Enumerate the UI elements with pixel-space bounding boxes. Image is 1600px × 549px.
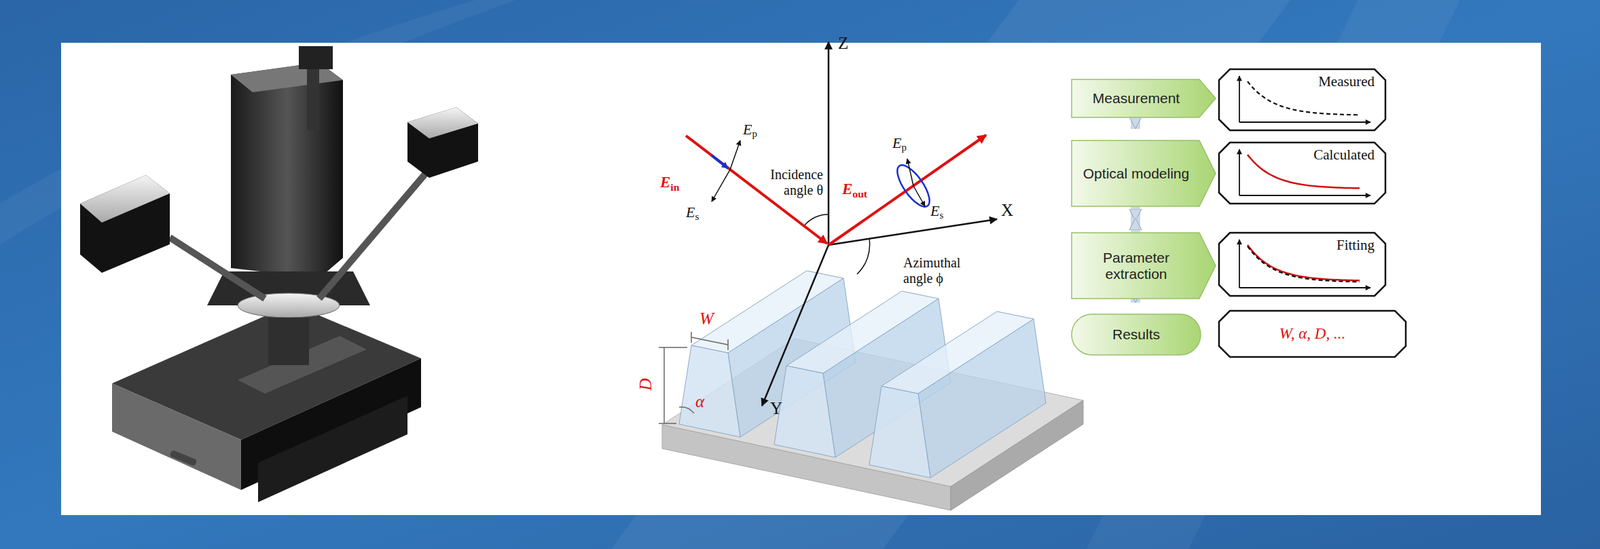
octagon-outline [1219,69,1386,131]
node-text: Parameter extraction [1071,232,1216,299]
ridge-front [869,386,931,479]
octagon-outline [1219,311,1406,358]
detector-box-top [407,107,479,139]
dimension-label: W [699,309,714,330]
node-text: Measured [1318,73,1375,91]
ep-vector [907,158,914,187]
ridge-top [786,291,939,374]
dimension-label: D [636,378,657,391]
plot-axis [1239,287,1371,289]
grating-illustration [662,270,1084,511]
node-text: Results [1071,314,1201,356]
process-box: Measurement [1071,79,1216,118]
field-label: Ep [742,120,758,141]
plot-axis [1238,239,1241,288]
flow-arrow [1130,299,1141,303]
plot-box: Fitting [1219,232,1386,297]
angle-label: Azimuthal angle ϕ [903,255,980,287]
handle [169,450,198,467]
node-text: Optical modeling [1071,140,1216,207]
camera-tube [306,69,320,131]
node-text: W, α, D, ... [1219,311,1406,358]
d-tick [658,423,677,425]
axis-label: X [1001,201,1014,221]
ep-vector [730,140,741,170]
source-box [80,175,170,274]
es-vector [913,186,925,207]
source-box-top [80,175,170,223]
axis-label: Y [770,399,783,420]
right-arm [319,162,435,299]
octagon-outline [1219,232,1386,297]
ellipsometer-illustration [80,46,479,503]
field-label: Es [685,203,699,224]
result-box: Results [1071,314,1201,356]
plot-box: W, α, D, ... [1219,311,1406,358]
plot-box: Measured [1219,69,1386,131]
plot-axis [1238,149,1241,196]
camera-head [298,46,333,70]
arrow-box-outline [1071,140,1216,207]
feedback-arrow [1130,217,1141,233]
pill-outline [1071,314,1201,356]
theta-arc [804,214,829,227]
d-tick [658,347,688,349]
base-panel [258,395,408,503]
alpha-arc [679,407,695,414]
process-box: Parameter extraction [1071,232,1216,299]
process-box: Optical modeling [1071,140,1216,207]
field-label: Ep [892,134,907,155]
ridge-front [774,366,836,458]
plot-axis [1239,121,1371,123]
plot-axis [1238,76,1241,123]
node-text: Calculated [1313,146,1375,164]
w-tick [727,339,729,351]
detector-box [407,107,479,178]
ridge-front [679,345,741,438]
left-arm [169,237,265,299]
stage-column [268,317,309,366]
ridge-top [691,270,844,354]
x-axis [828,219,997,246]
field-label: Ein [660,173,680,194]
polarization-ellipse [891,160,936,212]
angle-label: Incidence angle θ [751,167,824,199]
flow-arrow [1130,118,1141,130]
base-side [112,383,242,491]
octagon-outline [1219,142,1386,204]
optics-geometry [658,42,997,424]
arrow-box-outline [1071,79,1216,118]
w-tick [690,332,693,343]
polarization-arrow [711,155,729,169]
arrow-box-outline [1071,232,1216,299]
incident-ray [685,135,828,244]
field-label: Eout [842,180,868,201]
tower [230,62,343,279]
node-text: Measurement [1071,79,1216,118]
plot-box: Calculated [1219,142,1386,204]
d-dimension [663,347,665,424]
white-panel [61,42,1541,516]
field-label: Es [930,202,944,223]
dimension-label: α [695,392,705,413]
y-axis [761,245,829,407]
reflected-ray [828,135,987,246]
ridge-top [881,311,1034,394]
node-text: Fitting [1336,237,1375,254]
w-dimension [691,337,729,345]
es-vector [711,169,731,202]
phi-arc [857,239,870,275]
plot-axis [1239,194,1371,197]
axis-label: Z [838,33,849,54]
